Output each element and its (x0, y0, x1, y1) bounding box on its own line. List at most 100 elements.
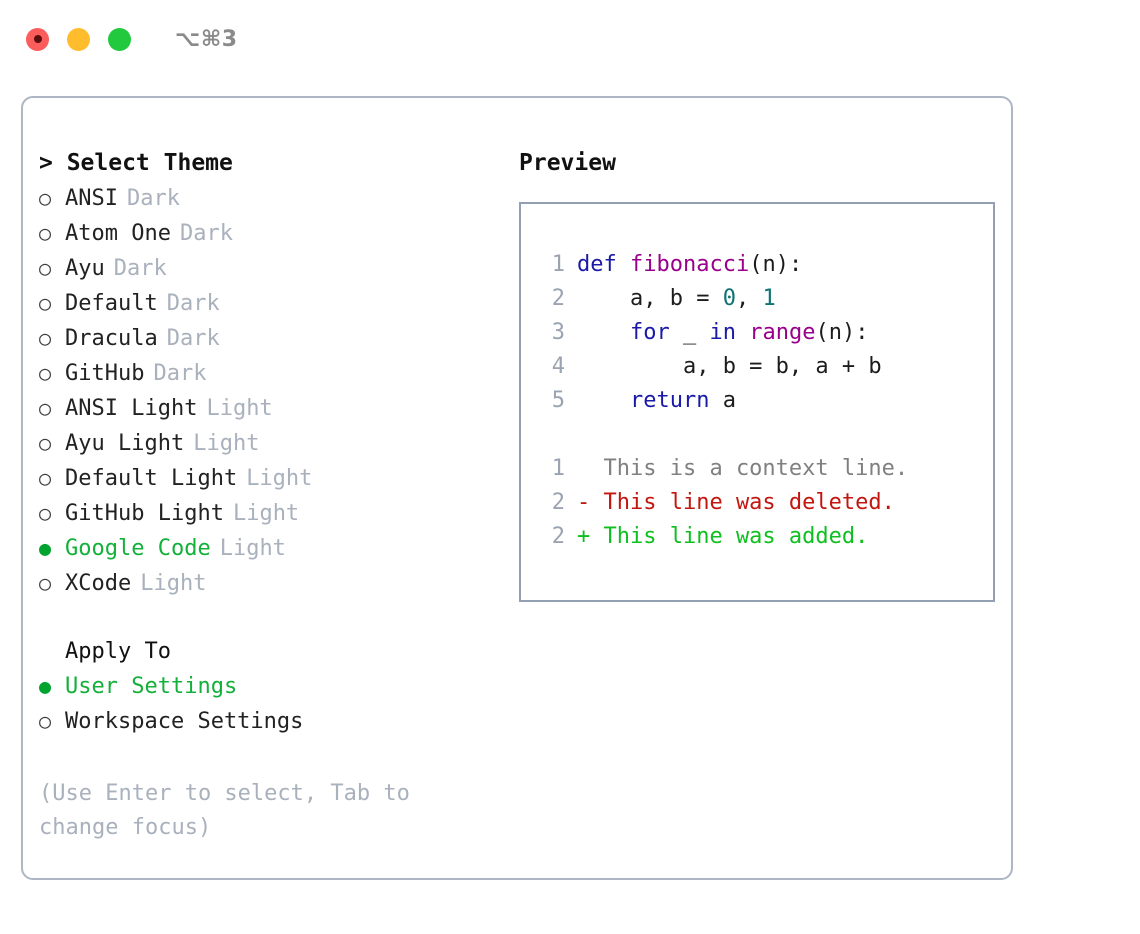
code-token-plain (577, 320, 630, 345)
code-token-plain: _ (669, 320, 710, 345)
diff-line-del: 2 - This line was deleted. (539, 486, 993, 520)
diff-line-text: This is a context line. (577, 456, 909, 481)
theme-option-label: Ayu Light (65, 431, 185, 456)
code-line: 4 a, b = b, a + b (539, 350, 993, 384)
diff-line-text: - This line was deleted. (577, 490, 895, 515)
theme-option-label: GitHub (65, 361, 145, 386)
theme-option-label: Default (65, 291, 158, 316)
page-title: > Select Theme (39, 150, 233, 176)
theme-option-dracula[interactable]: ○ Dracula Dark (39, 321, 491, 356)
line-number: 2 (551, 490, 565, 515)
minimize-button[interactable] (67, 27, 90, 51)
diff-line-add: 2 + This line was added. (539, 520, 993, 554)
theme-variant-tag: Dark (179, 221, 233, 246)
theme-option-label: Ayu (65, 256, 105, 281)
code-line: 5 return a (539, 384, 993, 418)
code-token-plain (577, 388, 630, 413)
theme-variant-tag: Light (219, 536, 286, 561)
theme-variant-tag: Dark (126, 186, 180, 211)
code-line: 2 a, b = 0, 1 (539, 282, 993, 316)
radio-unselected-icon: ○ (39, 326, 52, 350)
close-button[interactable] (26, 27, 49, 51)
diff-sample: 1 This is a context line. 2 - This line wa… (539, 452, 993, 554)
apply-to-option-label: User Settings (65, 674, 238, 699)
line-number: 2 (551, 286, 565, 311)
radio-unselected-icon: ○ (39, 221, 52, 245)
code-line-text: return a (577, 384, 736, 418)
radio-selected-icon: ● (39, 536, 52, 560)
theme-option-label: GitHub Light (65, 501, 224, 526)
line-number: 1 (551, 456, 565, 481)
radio-unselected-icon: ○ (39, 709, 52, 733)
line-number: 5 (551, 388, 565, 413)
theme-variant-tag: Light (193, 431, 260, 456)
code-token-plain: a (709, 388, 736, 413)
diff-line-ctx: 1 This is a context line. (539, 452, 993, 486)
code-token-kw: def (577, 252, 630, 277)
theme-option-label: Dracula (65, 326, 158, 351)
code-token-plain: a, b = (577, 286, 723, 311)
apply-to-option-user-settings[interactable]: ● User Settings (39, 669, 491, 704)
theme-option-ansi-light[interactable]: ○ ANSI Light Light (39, 391, 491, 426)
code-token-plain: a, b = b, a + b (577, 354, 882, 379)
theme-option-atom-one[interactable]: ○ Atom One Dark (39, 216, 491, 251)
theme-variant-tag: Dark (153, 361, 207, 386)
diff-line-text: + This line was added. (577, 524, 869, 549)
line-number: 4 (551, 354, 565, 379)
apply-to-option-workspace-settings[interactable]: ○ Workspace Settings (39, 704, 491, 739)
code-token-plain: (n): (815, 320, 869, 345)
theme-option-label: Atom One (65, 221, 171, 246)
code-token-plain: , (735, 286, 763, 311)
theme-option-github-light[interactable]: ○ GitHub Light Light (39, 496, 491, 531)
theme-variant-tag: Light (206, 396, 273, 421)
keyboard-shortcut-label: ⌥⌘3 (175, 26, 238, 52)
line-number: 1 (551, 252, 565, 277)
radio-unselected-icon: ○ (39, 186, 52, 210)
radio-unselected-icon: ○ (39, 466, 52, 490)
theme-variant-tag: Light (232, 501, 300, 526)
keyboard-hint-text: (Use Enter to select, Tab to change focu… (39, 781, 424, 840)
radio-selected-icon: ● (39, 674, 52, 698)
theme-option-google-code[interactable]: ● Google Code Light (39, 531, 491, 566)
code-line-text: a, b = b, a + b (577, 350, 882, 384)
theme-option-label: Google Code (65, 536, 211, 561)
radio-unselected-icon: ○ (39, 501, 52, 525)
section-spacer (39, 601, 491, 635)
apply-to-option-list[interactable]: ● User Settings ○ Workspace Settings (39, 669, 491, 739)
code-line: 1 def fibonacci(n): (539, 248, 993, 282)
code-token-kw: for (629, 320, 670, 345)
theme-option-label: Default Light (65, 466, 238, 491)
theme-variant-tag: Dark (166, 326, 220, 351)
code-token-num: 1 (762, 286, 776, 311)
radio-unselected-icon: ○ (39, 396, 52, 420)
radio-unselected-icon: ○ (39, 571, 52, 595)
theme-variant-tag: Light (140, 571, 207, 596)
apply-to-option-label: Workspace Settings (65, 709, 304, 734)
code-token-kw: in (709, 320, 736, 345)
radio-unselected-icon: ○ (39, 291, 52, 315)
maximize-button[interactable] (108, 27, 131, 51)
code-token-num: 0 (722, 286, 736, 311)
code-token-kw: return (629, 388, 710, 413)
code-token-plain: (n): (749, 252, 803, 277)
code-blank-line (539, 418, 993, 452)
radio-unselected-icon: ○ (39, 256, 52, 280)
theme-option-label: ANSI Light (65, 396, 198, 421)
apply-to-label: Apply To (65, 639, 171, 664)
code-line-text: for _ in range(n): (577, 316, 868, 350)
code-line-text: def fibonacci(n): (577, 248, 802, 282)
line-number: 3 (551, 320, 565, 345)
line-number: 2 (551, 524, 565, 549)
